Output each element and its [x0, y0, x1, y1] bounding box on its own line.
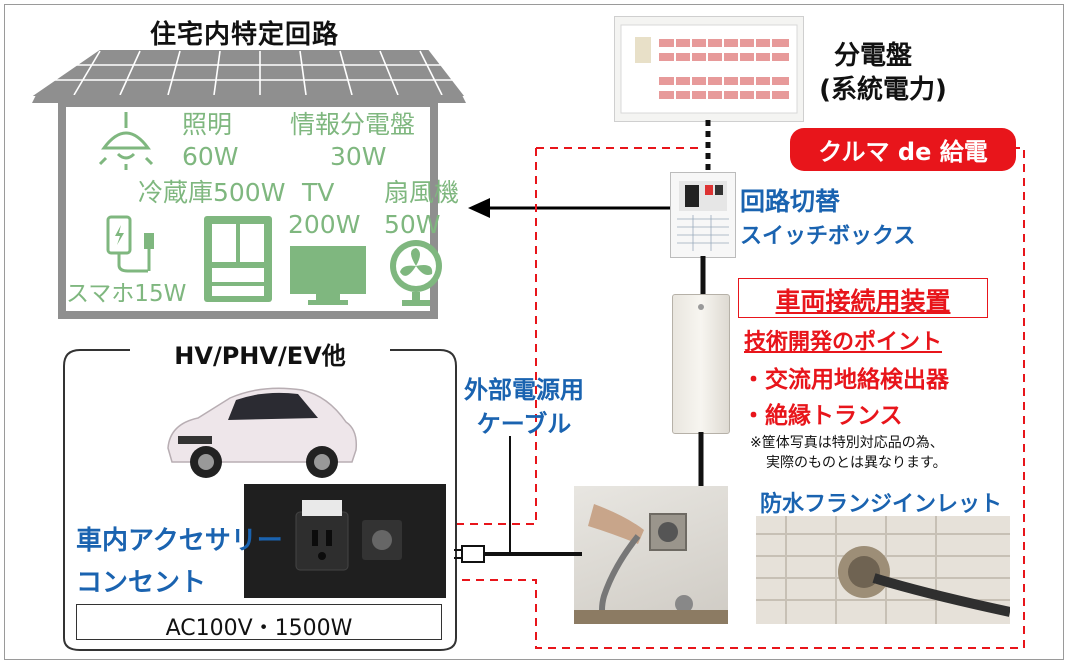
device-note-1: ※筐体写真は特別対応品の為、 — [750, 435, 944, 451]
in-car-outlet-sublabel: コンセント — [76, 568, 207, 598]
distribution-board-photo — [614, 16, 804, 122]
car-photo — [158, 370, 364, 482]
switch-box-label: 回路切替 — [740, 187, 841, 216]
device-inlet-line — [698, 432, 704, 488]
device-point-1: ・交流用地絡検出器 — [742, 367, 949, 393]
refrigerator-icon — [204, 216, 272, 302]
board-connection-line — [705, 120, 711, 178]
distribution-board-sublabel: (系統電力) — [819, 75, 947, 105]
cable-illustration — [454, 436, 582, 563]
inlet-label: 防水フランジインレット — [760, 492, 1003, 517]
spec-label: AC100V・1500W — [165, 616, 353, 641]
distribution-board-label: 分電盤 — [834, 41, 913, 71]
switch-device-line — [700, 256, 706, 296]
smartphone-icon — [106, 215, 154, 273]
kuruma-de-kyuden-badge: クルマ de 給電 — [790, 128, 1016, 171]
in-car-outlet-label: 車内アクセサリー — [76, 526, 283, 556]
device-point-2: ・絶縁トランス — [742, 403, 903, 429]
tv-watt: 200W — [288, 210, 361, 239]
device-title-box — [738, 278, 988, 318]
fan-icon — [390, 240, 442, 306]
in-car-outlet-photo — [244, 484, 446, 598]
house-title: 住宅内特定回路 — [150, 20, 340, 50]
light-icon — [98, 112, 154, 170]
vehicle-panel-frame — [63, 349, 457, 651]
light-label: 照明 — [182, 110, 233, 139]
switch-box-sublabel: スイッチボックス — [740, 224, 916, 249]
device-note-2: 実際のものとは異なります。 — [766, 455, 947, 471]
house-illustration — [32, 50, 466, 319]
device-subtitle: 技術開発のポイント — [744, 330, 943, 355]
vehicle-connection-device-photo — [672, 294, 730, 434]
waterproof-inlet-photo — [756, 516, 1010, 624]
tv-icon — [290, 246, 366, 305]
fan-label: 扇風機 — [384, 178, 460, 207]
fridge-label: 冷蔵庫500W — [138, 178, 286, 207]
device-title: 車両接続用装置 — [775, 287, 951, 316]
fan-watt: 50W — [384, 210, 441, 239]
vehicle-title: HV/PHV/EV他 — [140, 336, 380, 371]
cable-label: 外部電源用 — [464, 376, 584, 404]
plug-in-photo — [574, 486, 728, 624]
supply-arrow — [468, 198, 676, 218]
light-watt: 60W — [182, 142, 239, 171]
figure-frame — [4, 4, 1064, 660]
panel-label: 情報分電盤 — [290, 110, 416, 139]
switch-box-photo — [670, 172, 736, 258]
spec-box — [76, 604, 442, 640]
tv-label: TV — [302, 178, 335, 207]
cable-sublabel: ケーブル — [476, 410, 572, 438]
panel-watt: 30W — [330, 142, 387, 171]
phone-label: スマホ15W — [66, 281, 187, 307]
